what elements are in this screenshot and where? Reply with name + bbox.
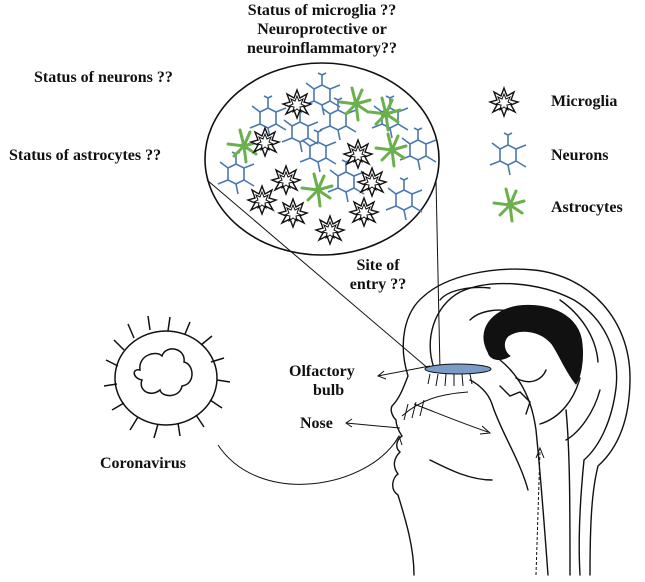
coronavirus-label: Coronavirus	[100, 455, 186, 472]
astrocyte-icon	[492, 187, 526, 223]
olfactory-bulb-label: Olfactory bulb	[289, 362, 355, 400]
astrocytes-status-label: Status of astrocytes ??	[9, 147, 162, 164]
site-of-entry-label: Site of entry ??	[338, 256, 418, 294]
site-line2: entry ??	[349, 276, 407, 293]
microglia-status-line2: Neuroprotective or	[257, 21, 387, 38]
olfactory-pointer	[377, 365, 431, 377]
olfactory-line1: Olfactory	[289, 363, 355, 380]
olfactory-nerves	[427, 373, 473, 387]
site-line1: Site of	[356, 257, 400, 274]
nose-label: Nose	[300, 415, 333, 432]
coronavirus-illustration	[103, 315, 231, 439]
microglia-icon	[489, 87, 519, 117]
neuron-icon	[489, 132, 527, 176]
neurons-status-label: Status of neurons ??	[34, 69, 173, 86]
legend-neurons-label: Neurons	[551, 147, 609, 164]
virus-arrow	[217, 435, 400, 485]
olfactory-bulb-shape	[424, 363, 492, 375]
microglia-status-line1: Status of microglia ??	[247, 2, 397, 19]
microglia-status-line3: neuroinflammatory??	[247, 40, 397, 57]
legend-astrocytes-label: Astrocytes	[551, 199, 623, 216]
corpus-callosum	[483, 304, 583, 385]
zoom-line-left	[206, 179, 431, 371]
zoom-ellipse	[204, 62, 440, 256]
olfactory-line2: bulb	[313, 382, 345, 399]
nose-pointer	[345, 422, 401, 429]
legend-microglia-label: Microglia	[551, 93, 618, 110]
zoom-line-right	[435, 179, 441, 371]
head-outline	[390, 268, 631, 576]
microglia-status-label: Status of microglia ?? Neuroprotective o…	[222, 1, 422, 58]
cells-group	[217, 72, 437, 245]
